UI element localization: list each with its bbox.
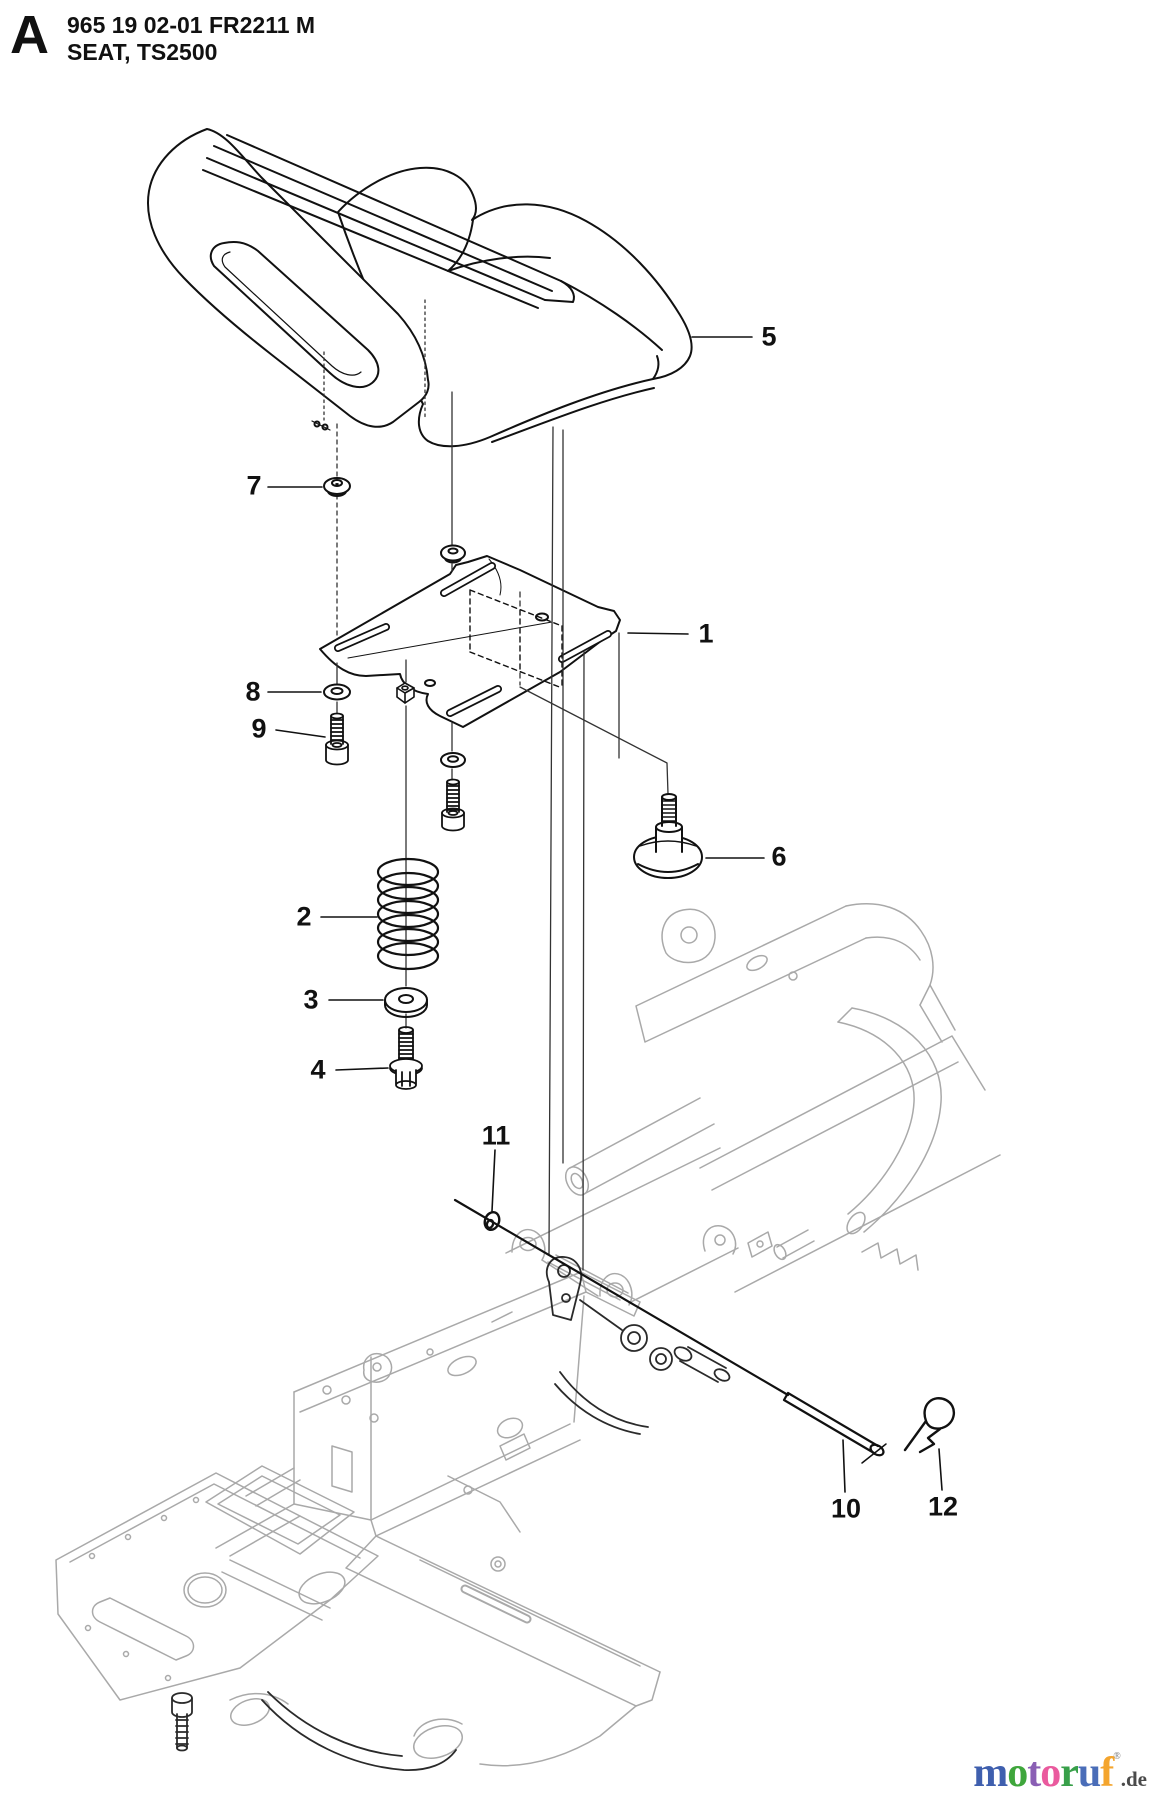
header-titles: 965 19 02-01 FR2211 M SEAT, TS2500 — [67, 8, 315, 66]
callout-5: 5 — [761, 321, 777, 352]
logo-suffix: .de — [1120, 1767, 1147, 1791]
washer-part-7 — [323, 477, 351, 497]
callout-9: 9 — [251, 713, 267, 744]
rod-part-10 — [453, 1198, 887, 1464]
washer-part-8 — [323, 683, 351, 701]
callout-8: 8 — [245, 676, 261, 707]
logo-letter: t — [1027, 1750, 1041, 1796]
motoruf-logo[interactable]: motoruf® .de — [973, 1750, 1147, 1796]
hairpin-part-12 — [903, 1397, 955, 1454]
callout-12: 12 — [927, 1491, 959, 1522]
rear-frame-sketch — [505, 903, 1001, 1306]
leader-lines — [267, 336, 943, 1493]
callout-1: 1 — [698, 618, 714, 649]
bolt-part-4 — [389, 1026, 423, 1090]
square-nut — [396, 682, 415, 704]
logo-registered-mark: ® — [1113, 1751, 1121, 1762]
callout-4: 4 — [310, 1054, 326, 1085]
mounting-plate-part-1 — [319, 555, 621, 728]
callout-7: 7 — [246, 470, 262, 501]
logo-letter: m — [973, 1750, 1008, 1796]
chassis-sketch — [55, 1271, 661, 1767]
callout-11: 11 — [481, 1120, 511, 1151]
bolt-mid — [441, 778, 465, 832]
washer-part-3 — [384, 987, 428, 1018]
bolt-part-9 — [325, 712, 349, 766]
washer-mid — [440, 752, 466, 768]
spring-part-2 — [376, 857, 440, 971]
latch-assembly-sketch — [171, 1256, 731, 1771]
callout-2: 2 — [296, 901, 312, 932]
clip-part-11 — [483, 1211, 501, 1231]
section-letter: A — [10, 5, 49, 65]
part-number-title: 965 19 02-01 FR2211 M — [67, 12, 316, 38]
assembly-title: SEAT, TS2500 — [67, 39, 218, 66]
logo-letter: f — [1100, 1750, 1114, 1796]
header: A 965 19 02-01 FR2211 M SEAT, TS2500 — [10, 8, 315, 66]
logo-letter: o — [1007, 1750, 1028, 1796]
logo-letter: u — [1077, 1750, 1101, 1796]
washer-upper-right — [440, 544, 466, 564]
connector-lines — [323, 299, 669, 1271]
callout-6: 6 — [771, 841, 787, 872]
knob-part-6 — [633, 793, 703, 879]
logo-letter: r — [1060, 1750, 1079, 1796]
callout-3: 3 — [303, 984, 319, 1015]
logo-letter: o — [1040, 1750, 1061, 1796]
seat-part-5 — [147, 128, 693, 448]
callout-10: 10 — [830, 1493, 862, 1524]
